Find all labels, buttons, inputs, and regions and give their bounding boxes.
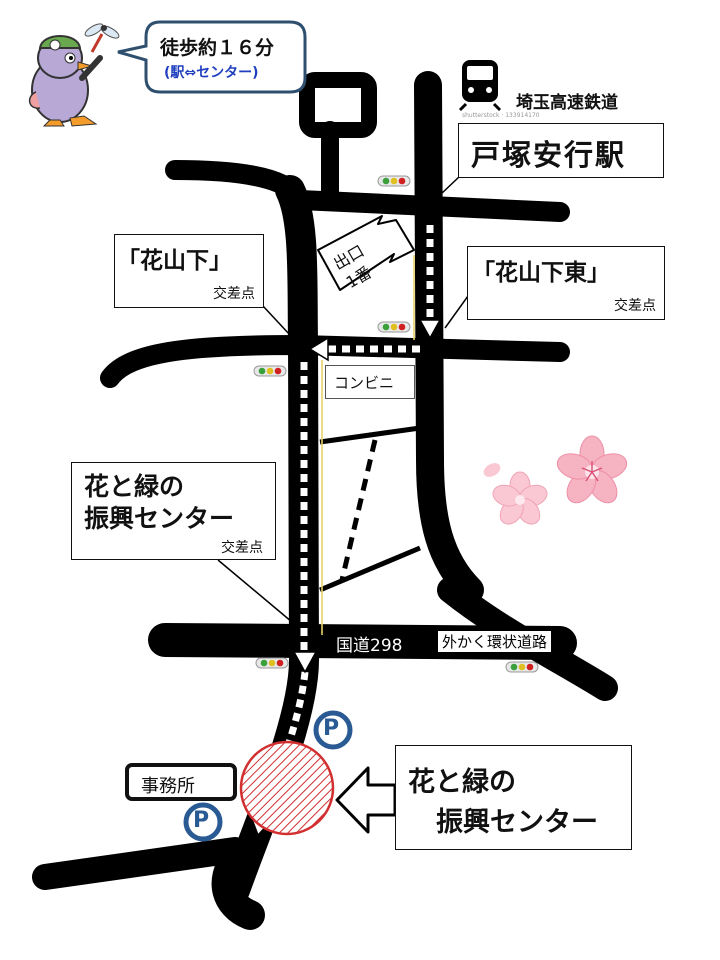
traffic-light-ring [505, 661, 539, 673]
road-middle-ew [100, 335, 570, 388]
exit-sign [317, 215, 415, 291]
traffic-light-hanayamashita [253, 365, 287, 377]
mascot-bird-icon [28, 35, 103, 127]
station-name: 戸塚安行駅 [471, 138, 627, 172]
traffic-light-station [377, 321, 411, 333]
leader-lines [217, 175, 469, 623]
convenience-store-box: コンビニ [325, 365, 415, 399]
intersection-hanayamashita-box: 「花山下」 交差点 [114, 234, 264, 308]
traffic-lights [253, 175, 539, 673]
destination-line2: 振興センター [436, 807, 598, 838]
dragonfly-icon [84, 23, 120, 53]
arrow-south-main [292, 651, 318, 674]
parking-label-lower: P [193, 808, 210, 833]
office-label: 事務所 [141, 776, 195, 797]
road-bottom-left [32, 837, 248, 890]
intersection-center-suffix: 交差点 [221, 540, 263, 556]
destination-site [239, 740, 335, 836]
office-box: 事務所 [125, 763, 237, 801]
arrow-south-station [418, 319, 442, 340]
parking-signs [183, 710, 353, 842]
parking-label-upper: P [323, 716, 340, 741]
watermark: shutterstock · 133914170 [462, 112, 540, 119]
sakura-flower-small-icon [492, 471, 548, 525]
destination-line1: 花と緑の [408, 767, 516, 798]
parking-sign-upper [313, 710, 353, 750]
station-name-box: 戸塚安行駅 [458, 123, 664, 178]
destination-pointer-arrow [335, 766, 397, 834]
sakura-petal-icon [483, 463, 501, 477]
road-bottom-curve [211, 845, 265, 930]
intersection-hanayamashita-suffix: 交差点 [213, 286, 255, 302]
speech-bubble [117, 20, 307, 94]
railway-name: 埼玉高速鉄道 [516, 93, 618, 113]
route-ring: 外かく環状道路 [438, 631, 552, 652]
parking-sign-lower [183, 802, 223, 842]
traffic-light-center [255, 657, 289, 669]
intersection-higashi-suffix: 交差点 [614, 298, 656, 314]
intersection-center-box: 花と緑の 振興センター 交差点 [71, 462, 276, 560]
intersection-higashi-name: 「花山下東」 [472, 260, 610, 286]
traffic-light-top [377, 175, 411, 187]
route-national: 国道298 [333, 631, 406, 656]
road-station-ns [414, 71, 484, 604]
sakura-flower-large-icon [556, 435, 628, 504]
train-icon [458, 60, 502, 112]
intersection-center-line1: 花と緑の [84, 472, 185, 501]
convenience-store-label: コンビニ [334, 374, 395, 392]
destination-box: 花と緑の 振興センター [395, 745, 632, 850]
intersection-center-line2: 振興センター [84, 504, 235, 533]
road-top-square [299, 72, 377, 138]
walk-route: (駅⇔センター) [164, 65, 259, 81]
intersection-hanayamashita-name: 「花山下」 [117, 248, 232, 274]
side-streets [319, 425, 421, 593]
arrow-west [308, 336, 329, 362]
intersection-higashi-box: 「花山下東」 交差点 [467, 246, 665, 320]
walk-time: 徒歩約１６分 [160, 37, 275, 59]
road-edge-lines [321, 255, 415, 635]
